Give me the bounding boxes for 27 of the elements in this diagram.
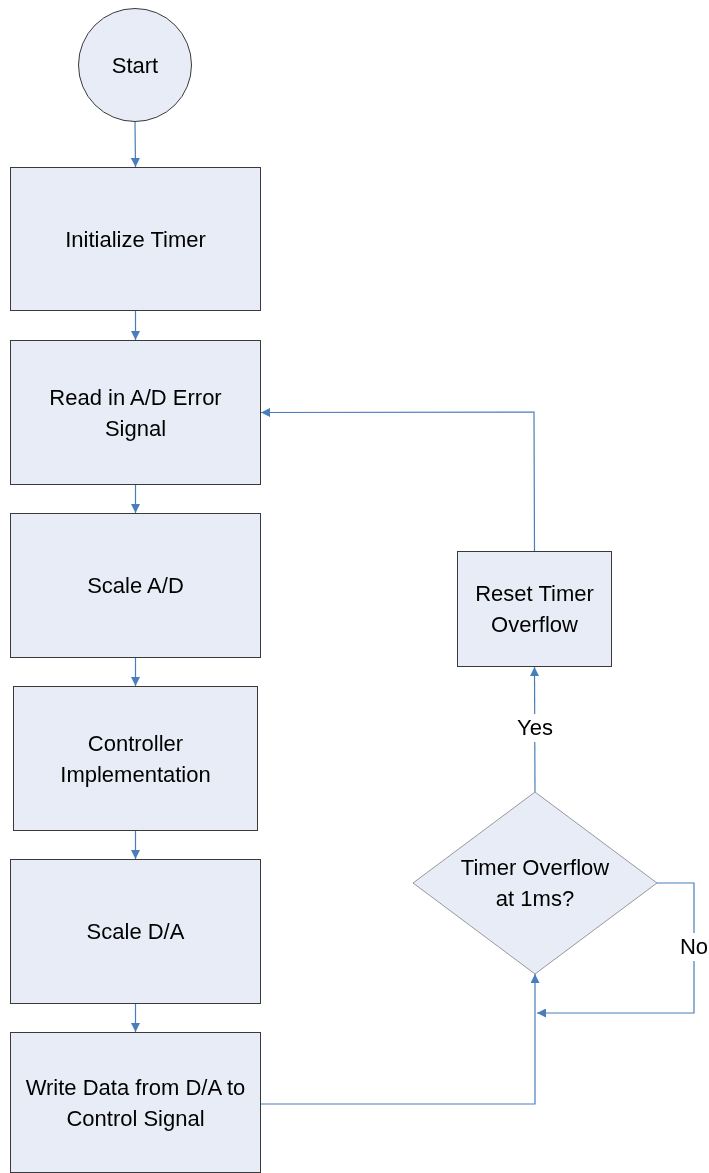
edge-label: Yes — [514, 714, 556, 742]
node-text: Timer Overflow at 1ms? — [459, 854, 611, 913]
node-text: Scale A/D — [87, 572, 184, 600]
arrow — [131, 484, 140, 514]
node-text: Scale D/A — [86, 918, 185, 946]
process-box — [10, 859, 261, 1004]
node-text: Start — [111, 51, 159, 80]
process-box — [13, 686, 258, 831]
node-text: Reset Timer Overflow — [474, 580, 595, 639]
arrow — [536, 882, 695, 1018]
decision-diamond — [413, 792, 657, 974]
arrow — [260, 408, 536, 552]
process-box — [457, 551, 612, 667]
arrow — [260, 973, 540, 1105]
arrow — [131, 657, 140, 687]
process-box — [10, 1032, 261, 1173]
node-text: Write Data from D/A to Control Signal — [24, 1073, 247, 1133]
arrow — [131, 310, 140, 341]
node-text: Controller Implementation — [59, 729, 212, 789]
node-text: Read in A/D Error Signal — [48, 383, 223, 443]
process-box — [10, 340, 261, 485]
arrow — [130, 121, 140, 168]
process-box — [10, 513, 261, 658]
arrow — [131, 1003, 140, 1033]
process-box — [10, 167, 261, 311]
arrow — [131, 830, 140, 860]
node-text: Initialize Timer — [65, 225, 206, 254]
